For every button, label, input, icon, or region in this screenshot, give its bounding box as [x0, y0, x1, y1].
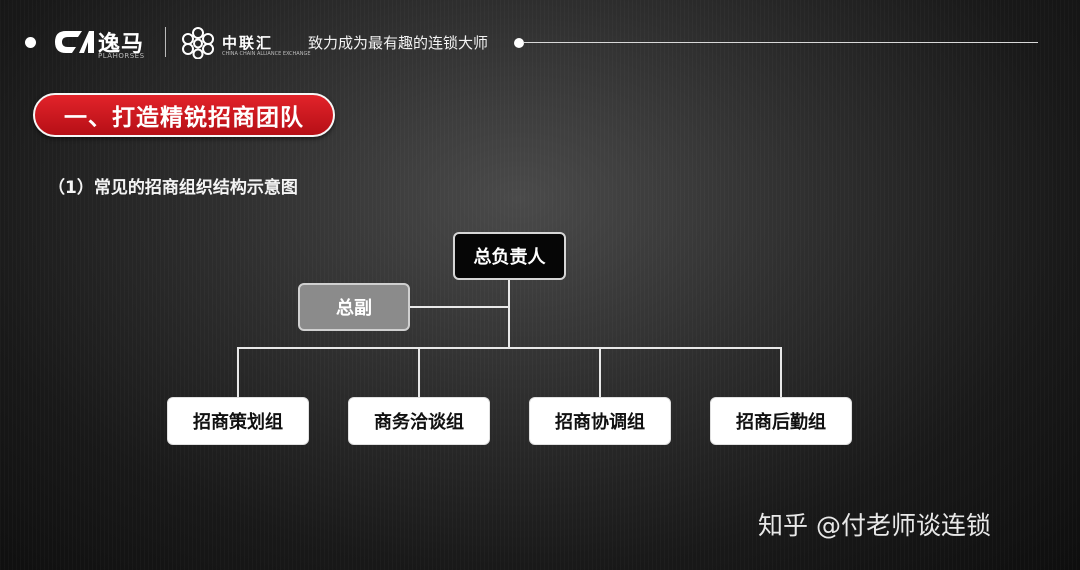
section-title: 一、打造精锐招商团队	[64, 105, 304, 131]
connector-horizontal-bus	[237, 347, 782, 349]
node-team-negotiation: 商务洽谈组	[348, 397, 490, 445]
flower-logo-icon	[182, 27, 214, 59]
connector-team-1	[237, 347, 239, 398]
node-team-label: 商务洽谈组	[374, 412, 464, 433]
node-team-label: 招商策划组	[193, 412, 283, 433]
brand-logo-zhonglianhui: 中联汇 CHINA CHAIN ALLIANCE EXCHANGE	[180, 26, 310, 60]
connector-top-vertical	[508, 280, 510, 348]
yima-logo-icon	[55, 31, 94, 53]
brand1-subtitle: PLAHORSES	[98, 52, 145, 60]
node-team-coordination: 招商协调组	[529, 397, 671, 445]
connector-deputy	[410, 306, 509, 308]
header-divider	[165, 27, 166, 57]
header-slogan: 致力成为最有趣的连锁大师	[308, 34, 489, 52]
node-general-manager-label: 总负责人	[473, 247, 546, 268]
brand2-name: 中联汇	[222, 34, 274, 52]
node-team-label: 招商后勤组	[736, 412, 826, 433]
node-team-planning: 招商策划组	[167, 397, 309, 445]
section-title-pill: 一、打造精锐招商团队	[33, 93, 335, 137]
zhihu-watermark: 知乎 @付老师谈连锁	[758, 506, 1058, 546]
connector-team-2	[418, 347, 420, 398]
node-deputy: 总副	[298, 283, 410, 331]
brand-logo-yima: 逸马 PLAHORSES	[52, 26, 152, 60]
watermark-text: 知乎 @付老师谈连锁	[758, 511, 991, 540]
brand2-subtitle: CHINA CHAIN ALLIANCE EXCHANGE	[222, 51, 311, 57]
node-general-manager: 总负责人	[453, 232, 566, 280]
node-team-label: 招商协调组	[555, 412, 645, 433]
header-rule	[524, 42, 1038, 43]
node-team-logistics: 招商后勤组	[710, 397, 852, 445]
bullet-dot	[25, 37, 36, 48]
header-bar: 逸马 PLAHORSES 中联汇 CHINA CHAIN ALLIANCE EX…	[0, 0, 1080, 80]
slogan-dot	[514, 38, 524, 48]
node-deputy-label: 总副	[336, 298, 372, 319]
diagram-subtitle: （1）常见的招商组织结构示意图	[48, 178, 298, 198]
connector-team-4	[780, 347, 782, 398]
brand1-name: 逸马	[98, 32, 145, 57]
connector-team-3	[599, 347, 601, 398]
